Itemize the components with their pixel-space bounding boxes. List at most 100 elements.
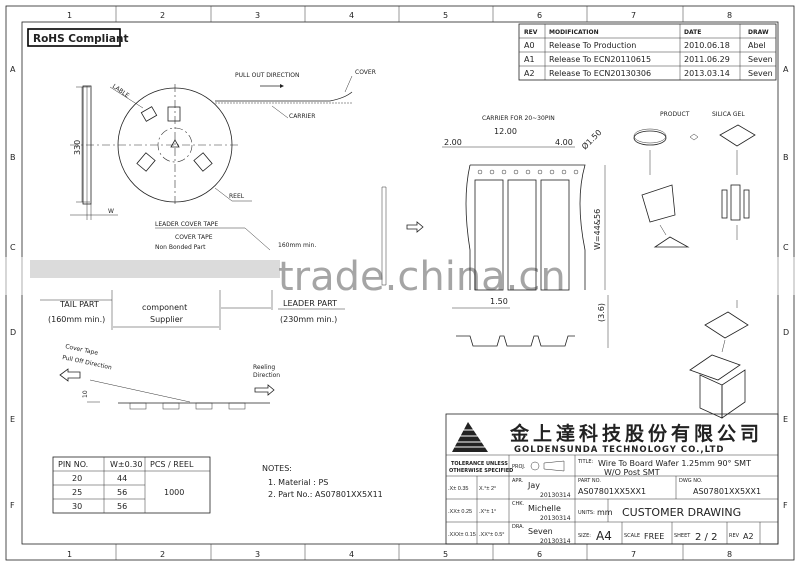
rohs-badge [27,28,121,47]
sprocket-hole [561,169,567,175]
sprocket-hole [501,169,507,175]
revision-header: DRAW [748,29,769,36]
column-marker-bottom: 4 [349,550,354,559]
chk-date: 20130314 [540,515,571,522]
pin-table-header: W±0.30 [110,460,142,469]
pin-table-cell: 30 [72,502,82,511]
packing-view: PRODUCT SILICA GEL [633,111,756,419]
part-no: AS07801XX5XX1 [578,487,646,496]
tail-160-label: (160mm min.) [48,315,105,324]
revision-cell: Release To ECN20110615 [549,55,651,64]
scale-label: SCALE [624,533,640,539]
silica-gel-label: SILICA GEL [712,111,745,118]
column-marker-top: 8 [727,11,732,20]
non-bonded-part-label: Non Bonded Part [155,244,206,251]
column-marker-top: 7 [631,11,636,20]
pin-table-header: PCS / REEL [150,460,194,469]
revision-cell: 2013.03.14 [684,69,730,78]
rohs-label: RoHS Compliant [33,33,128,45]
product-label: PRODUCT [660,111,690,118]
revision-cell: A1 [524,55,535,64]
pcs-per-reel-value: 1000 [164,488,184,497]
row-marker-left: F [10,501,15,510]
tape-layout-view: LEADER COVER TAPE COVER TAPE Non Bonded … [40,221,345,410]
revision-cell: Release To Production [549,41,636,50]
units-label: UNITS: [578,510,595,516]
column-marker-bottom: 8 [727,550,732,559]
revision-cell: A2 [524,69,535,78]
note-2: 2. Part No.: AS07801XX5X11 [268,490,383,499]
title-label: TITLE: [577,459,594,465]
sprocket-hole [573,169,579,175]
pin-table-header: PIN NO. [58,460,88,469]
note-1: 1. Material : PS [268,478,328,487]
tolerance-cell: .XX± 0.25 [448,509,472,515]
cover-tape-label: COVER TAPE [175,234,213,241]
revision-cell: 2011.06.29 [684,55,730,64]
scale-value: FREE [644,532,664,541]
rev-label: REV [729,533,740,539]
tape-width-dim: W=44&56 [593,209,602,250]
company-logo [450,422,490,452]
column-marker-bottom: 3 [255,550,260,559]
notes: NOTES: 1. Material : PS 2. Part No.: AS0… [262,464,383,499]
pin-table-cell: 56 [117,488,127,497]
row-marker-right: D [783,328,789,337]
apr-label: APR. [512,478,524,484]
revision-cell: 2010.06.18 [684,41,730,50]
dim-2: 2.00 [444,138,462,147]
sprocket-hole [525,169,531,175]
column-marker-top: 1 [67,11,72,20]
row-marker-right: A [783,65,789,74]
watermark: trade.china.cn [0,254,800,300]
carrier-callout: CARRIER [289,113,315,120]
supplier-label: Supplier [150,315,184,324]
title-line-2: W/O Post SMT [604,468,660,477]
sprocket-hole [477,169,483,175]
pull-off-direction-label: Pull Off Direction [62,354,113,371]
watermark-blur [30,260,280,278]
column-marker-bottom: 2 [160,550,165,559]
apr-date: 20130314 [540,492,571,499]
units-value: mm [597,508,613,517]
pull-out-direction-label: PULL OUT DIRECTION [235,72,299,79]
column-marker-bottom: 1 [67,550,72,559]
title-line-1: Wire To Board Wafer 1.25mm 90° SMT [598,459,751,468]
revision-cell: Abel [748,41,766,50]
sheet-label: SHEET [674,533,691,539]
size-value: A4 [596,529,612,543]
reel-width-dim: W [108,208,114,215]
row-marker-left: C [10,243,16,252]
component-label: component [142,303,187,312]
watermark-text: trade.china.cn [278,254,566,300]
watermark-band [0,257,800,295]
company-name-cn: 金上達科技股份有限公司 [509,422,763,445]
tolerance-cell: .XX°± 0.5° [479,532,504,538]
size-label: SIZE: [578,533,591,539]
dwg-no: AS07801XX5XX1 [693,487,761,496]
leader-part-label: LEADER PART [283,299,337,308]
leader-cover-tape-label: LEADER COVER TAPE [155,221,218,228]
sheet-value: 2 / 2 [695,532,717,543]
proj-label: PROJ. [512,464,526,470]
tolerance-cell: .X°± 1° [479,509,496,515]
sprocket-hole [537,169,543,175]
leader-160-label: 160mm min. [278,242,316,249]
leader-230-label: (230mm min.) [280,315,337,324]
row-marker-right: E [783,415,788,424]
column-marker-bottom: 7 [631,550,636,559]
pin-table-cell: 56 [117,502,127,511]
reel-callout: REEL [229,193,245,200]
tolerance-cell: .XXX± 0.15 [448,532,476,538]
tolerance-line-1: TOLERANCE UNLESS [451,461,508,467]
customer-drawing-label: CUSTOMER DRAWING [622,506,741,519]
dim-1-50: 1.50 [490,297,508,306]
sprocket-hole [513,169,519,175]
hole-dim: Ø1.50 [579,127,603,151]
dra-label: DRA. [512,524,524,530]
revision-header: DATE [684,29,701,36]
part-no-label: PART NO. [578,478,601,484]
